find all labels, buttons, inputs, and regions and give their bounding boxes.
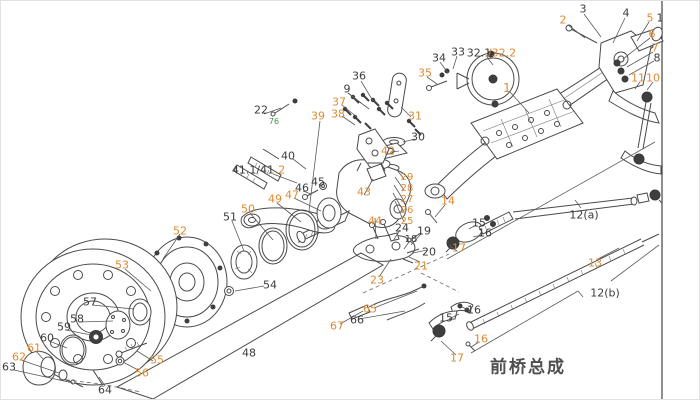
- annotation-lines: [363, 142, 659, 353]
- knuckle-top-cluster: [566, 25, 664, 174]
- lock-bracket-cluster: [271, 92, 421, 171]
- tie-rod-tube: [429, 234, 659, 351]
- brake-chamber: [427, 51, 520, 107]
- tie-rod-upper: [426, 190, 663, 252]
- leader-lines: [14, 14, 654, 386]
- backing-plate: [59, 253, 383, 399]
- brake-drum: [21, 239, 177, 385]
- hub-small-parts: [23, 299, 151, 387]
- diagram-title: 前桥总成: [490, 357, 566, 378]
- brake-hose: [349, 284, 426, 320]
- anchor-bracket: [353, 220, 421, 264]
- bearing-rings: [225, 183, 342, 296]
